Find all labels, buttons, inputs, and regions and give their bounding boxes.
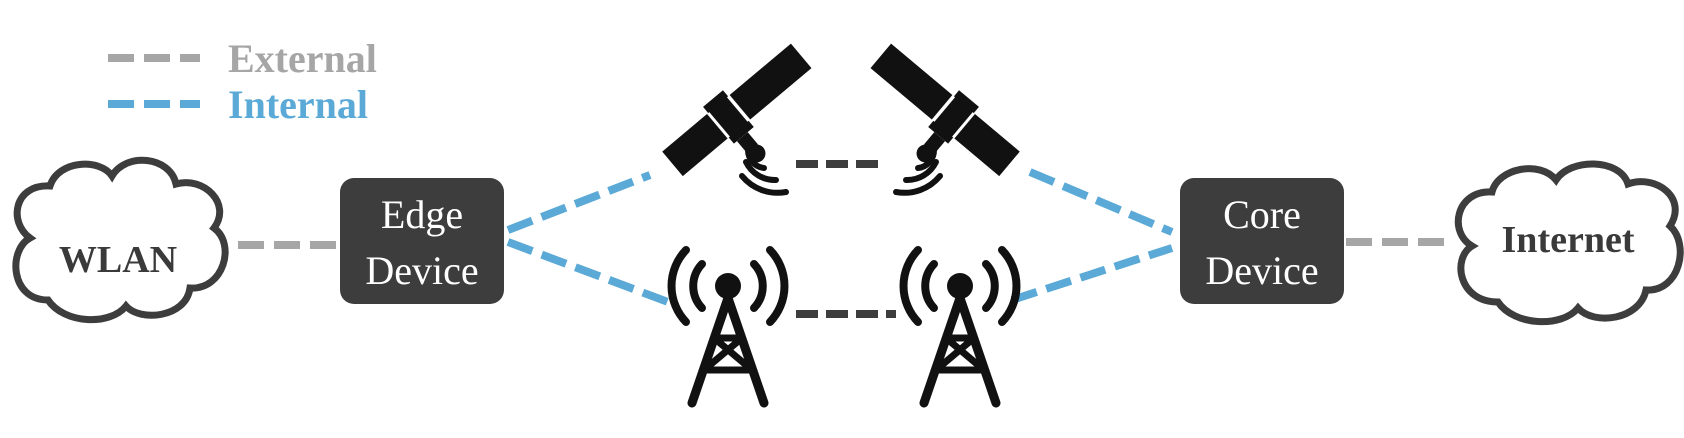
legend-internal-label: Internal: [228, 82, 368, 127]
edge-tower-link: [506, 238, 670, 306]
legend-external-label: External: [228, 36, 377, 81]
core-device-label-line2: Device: [1205, 248, 1318, 293]
edge-satellite-link: [506, 171, 652, 234]
internet-label: Internet: [1502, 219, 1635, 261]
satellite-icon: [655, 35, 839, 208]
satellite-core-link: [1028, 168, 1174, 236]
edge-device-label-line2: Device: [365, 248, 478, 293]
edge-device-label-line1: Edge: [381, 192, 463, 237]
satellite-icon: [843, 35, 1027, 208]
cloud-icon: [1454, 160, 1684, 326]
core-device: Core Device: [1180, 178, 1344, 304]
wlan-label: WLAN: [59, 239, 177, 281]
edge-device-box: [340, 178, 504, 304]
edge-device: Edge Device: [340, 178, 504, 304]
core-device-label-line1: Core: [1223, 192, 1301, 237]
cloud-icon: [12, 156, 229, 324]
wlan-cloud: WLAN: [12, 156, 229, 324]
core-device-box: [1180, 178, 1344, 304]
tower-core-link: [1010, 244, 1174, 304]
cell-tower-icon: [672, 250, 785, 403]
cell-tower-icon: [904, 250, 1017, 403]
internet-cloud: Internet: [1454, 160, 1684, 326]
legend: External Internal: [108, 36, 377, 127]
